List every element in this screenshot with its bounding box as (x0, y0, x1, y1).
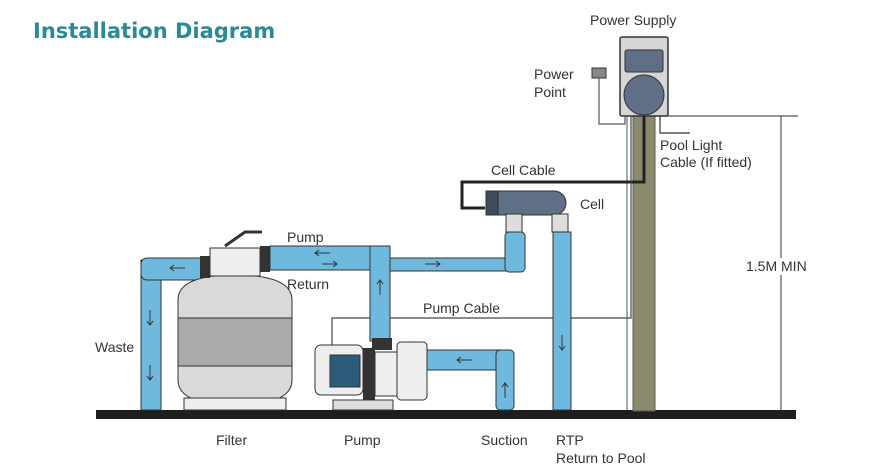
power-point-socket (591, 67, 607, 79)
pool-pump (314, 338, 428, 411)
salt-cell (485, 190, 569, 233)
cell-inlet-pipe (389, 257, 521, 272)
label-return-to-pool: Return to Pool (556, 450, 646, 466)
label-power-supply: Power Supply (590, 12, 677, 28)
label-pool-light-line2: Cable (If fitted) (660, 154, 752, 170)
cell-cable (460, 116, 646, 210)
label-pool-light-line1: Pool Light (660, 137, 723, 153)
label-pump: Pump (344, 432, 381, 448)
label-height: 1.5M MIN (746, 258, 807, 275)
waste-pipe (140, 259, 162, 411)
label-power-point-line2: Point (534, 84, 566, 100)
diagram-title: Installation Diagram (33, 19, 276, 43)
ground-line (96, 410, 796, 419)
power-point-cable (598, 78, 626, 125)
label-rtp: RTP (556, 432, 584, 448)
return-to-pool-pipe (552, 231, 572, 411)
label-filter: Filter (216, 432, 248, 448)
sand-filter (177, 230, 293, 411)
label-pump-top: Pump (287, 229, 324, 245)
label-waste: Waste (95, 339, 135, 355)
label-suction: Suction (481, 432, 528, 448)
label-return: Return (287, 276, 330, 292)
label-power-point-line1: Power (534, 66, 574, 82)
cell-inlet-riser (504, 231, 526, 273)
label-cell: Cell (580, 196, 605, 212)
pipework (140, 231, 572, 411)
power-supply-unit (619, 36, 669, 117)
suction-riser (495, 349, 515, 411)
label-pump-cable: Pump Cable (423, 300, 501, 316)
label-cell-cable: Cell Cable (491, 162, 556, 178)
pool-light-cable (659, 116, 690, 134)
flow-arrows (146, 249, 566, 398)
pump-cable (331, 116, 632, 350)
